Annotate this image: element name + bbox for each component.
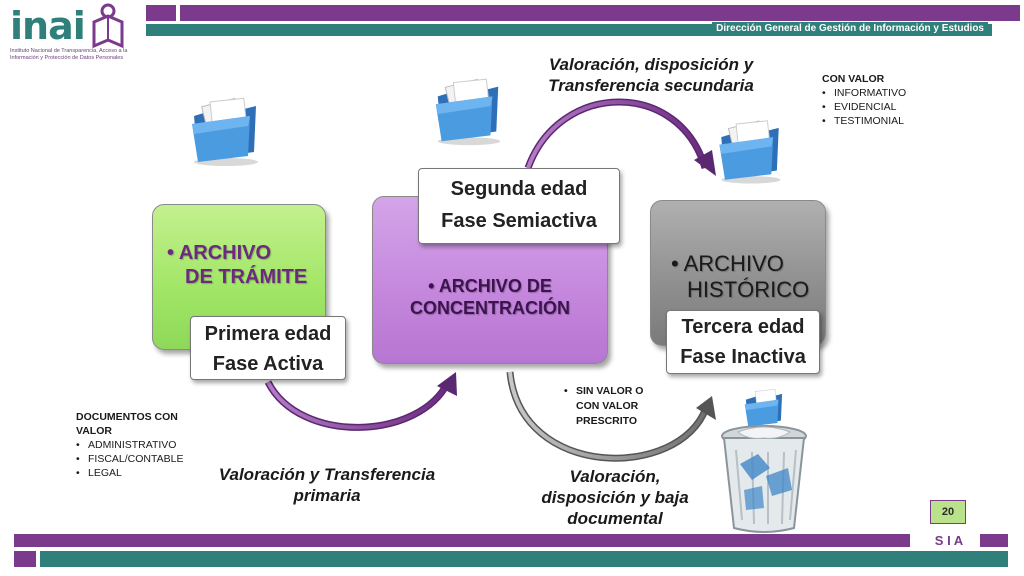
list-item: LEGAL — [76, 466, 184, 480]
fase-inactiva-text: Fase Inactiva — [680, 346, 806, 368]
folder-icon — [719, 120, 781, 184]
list-item: SIN VALOR O — [564, 384, 643, 399]
tercera-edad-text: Tercera edad — [681, 316, 805, 338]
list-item: EVIDENCIAL — [822, 100, 906, 114]
page-number-badge: 20 — [930, 500, 966, 524]
caption-secondary: Valoración, disposición y Transferencia … — [548, 55, 754, 95]
list-item: TESTIMONIAL — [822, 114, 906, 128]
footer-bar-purple — [14, 534, 910, 547]
footer-bar-right — [980, 534, 1008, 547]
note-documentos-title-2: VALOR — [76, 425, 112, 437]
brand-label: S I A — [926, 532, 972, 550]
footer-bar-teal-small — [14, 551, 36, 567]
logo-subtitle: Instituto Nacional de Transparencia, Acc… — [10, 48, 128, 61]
list-item: ADMINISTRATIVO — [76, 438, 184, 452]
list-item: INFORMATIVO — [822, 86, 906, 100]
segunda-edad-text: Segunda edad — [450, 178, 588, 200]
note-con-valor: CON VALOR INFORMATIVO EVIDENCIAL TESTIMO… — [822, 72, 906, 128]
logo-emblem-icon — [92, 3, 124, 49]
list-item: CON VALOR — [576, 400, 639, 412]
arrow-primary — [264, 380, 452, 431]
folder-icon — [192, 97, 258, 166]
top-bar-small — [146, 5, 176, 21]
arrow-secondary — [524, 98, 709, 170]
caption-primary: Valoración y Transferencia primaria — [218, 465, 436, 505]
footer-bar-teal — [40, 551, 1008, 567]
note-sin-valor: SIN VALOR O CON VALOR PRESCRITO — [564, 384, 643, 429]
fase-activa-text: Fase Activa — [212, 353, 324, 375]
primera-edad-text: Primera edad — [204, 323, 332, 345]
historico-title-2: HISTÓRICO — [687, 277, 810, 302]
historico-bullet: • — [671, 251, 679, 276]
tramite-title-2: DE TRÁMITE — [185, 266, 308, 288]
concentracion-title-2: CONCENTRACIÓN — [410, 298, 570, 318]
caption-disposal: Valoración, disposición y baja documenta… — [541, 467, 689, 528]
top-bar-purple-right — [1000, 5, 1020, 21]
primera-edad-label: Primera edad Fase Activa — [190, 316, 346, 380]
fase-semiactiva-text: Fase Semiactiva — [441, 210, 597, 232]
trash-bin-icon — [721, 425, 807, 533]
logo-word: inai — [10, 4, 86, 48]
note-con-valor-title: CON VALOR — [822, 73, 885, 85]
segunda-edad-label: Segunda edad Fase Semiactiva — [418, 168, 620, 244]
tramite-bullet: • — [167, 242, 175, 264]
folder-icon — [744, 389, 783, 427]
list-item: FISCAL/CONTABLE — [76, 452, 184, 466]
department-title: Dirección General de Gestión de Informac… — [712, 22, 988, 36]
concentracion-title-1: ARCHIVO DE — [438, 276, 552, 296]
note-documentos: DOCUMENTOS CON VALOR ADMINISTRATIVO FISC… — [76, 410, 184, 480]
tramite-title-1: ARCHIVO — [178, 242, 272, 264]
historico-title-1: ARCHIVO — [683, 251, 784, 276]
tercera-edad-label: Tercera edad Fase Inactiva — [666, 310, 820, 374]
folder-icon — [435, 78, 501, 146]
top-bar-purple — [180, 5, 1000, 21]
concentracion-bullet: • — [428, 276, 435, 296]
note-documentos-title-1: DOCUMENTOS CON — [76, 411, 178, 423]
list-item: PRESCRITO — [576, 415, 638, 427]
